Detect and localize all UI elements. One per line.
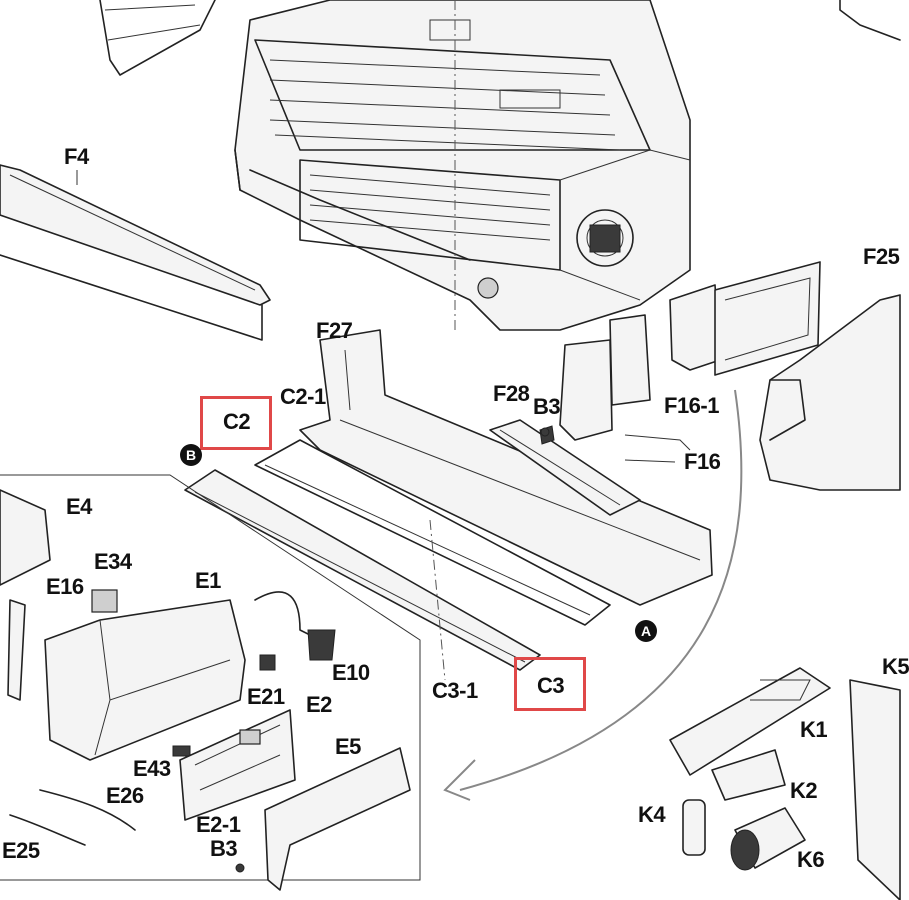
label-k1: K1 (800, 717, 828, 742)
label-e21: E21 (247, 684, 285, 709)
holder-k2 (711, 749, 786, 801)
label-e16: E16 (46, 574, 84, 599)
drain-pan-assembly (254, 261, 821, 626)
label-k6: K6 (797, 847, 825, 872)
screw-b3-top (540, 427, 550, 437)
label-e34: E34 (94, 549, 132, 574)
label-e26: E26 (106, 783, 144, 808)
marker-b: B (180, 444, 202, 466)
wire-e25 (9, 814, 86, 846)
label-f4: F4 (64, 144, 89, 169)
label-k4: K4 (638, 802, 666, 827)
tape-k6 (730, 807, 806, 871)
label-f27: F27 (316, 318, 353, 343)
remote-control-k1 (669, 667, 831, 776)
battery-k4 (682, 799, 706, 856)
label-k2: K2 (790, 778, 818, 803)
pcb-e2 (179, 709, 296, 821)
label-e2: E2 (306, 692, 332, 717)
control-box-e1 (44, 591, 336, 761)
wire-e26 (39, 789, 136, 831)
part-e21 (259, 654, 276, 671)
part-e4 (0, 489, 51, 586)
label-e5: E5 (335, 734, 361, 759)
side-panel-f25 (759, 294, 901, 491)
label-b3-top: B3 (533, 394, 561, 419)
marker-a: A (635, 620, 657, 642)
label-f25: F25 (863, 244, 900, 269)
label-e1: E1 (195, 568, 221, 593)
screw-bag-k5 (849, 679, 901, 900)
label-e25: E25 (2, 838, 40, 863)
cover-e5 (264, 747, 411, 891)
label-c2-1: C2-1 (280, 384, 326, 409)
label-c3-1: C3-1 (432, 678, 478, 703)
label-c3: C3 (537, 673, 565, 698)
front-panel-f4 (0, 164, 271, 341)
part-e43 (172, 745, 191, 757)
screw-b3-bottom (235, 863, 245, 873)
label-e2-1: E2-1 (196, 812, 241, 837)
label-f16-1: F16-1 (664, 393, 719, 418)
horizontal-flap (184, 469, 541, 681)
part-e34 (91, 589, 118, 613)
label-f28: F28 (493, 381, 530, 406)
label-b3-bottom: B3 (210, 836, 238, 861)
highlight-box-c2 (200, 396, 272, 450)
label-e4: E4 (66, 494, 92, 519)
part-e16 (7, 599, 26, 701)
top-right-part-edge (839, 0, 901, 41)
label-e43: E43 (133, 756, 171, 781)
indoor-unit-chassis (234, 0, 691, 331)
label-e10: E10 (332, 660, 370, 685)
top-left-part-edge (99, 0, 216, 76)
label-f16: F16 (684, 449, 721, 474)
label-c2: C2 (223, 409, 251, 434)
label-k5: K5 (882, 654, 909, 679)
highlight-box-c3 (514, 657, 586, 711)
assembly-arrow (459, 389, 743, 791)
